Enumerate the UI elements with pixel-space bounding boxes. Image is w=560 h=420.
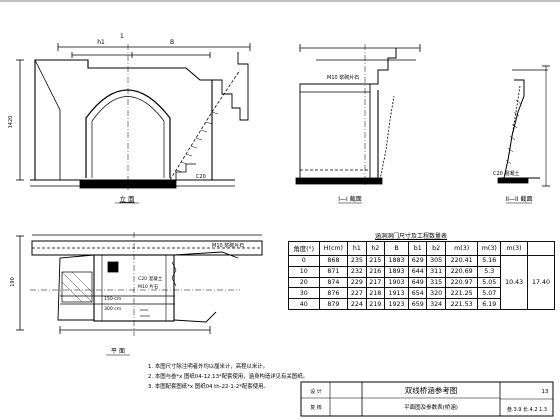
table-cell: 311: [426, 265, 446, 278]
table-header-row: 角度(°) H(cm) h1 h2 B b1 b2 m(3) m(3) m(3): [288, 241, 555, 256]
label-c20-section2: C20 混凝土: [493, 170, 519, 177]
table-header-cell: 角度(°): [288, 241, 320, 256]
sheet-number: 13: [542, 389, 549, 395]
table-cell: 654: [408, 287, 428, 300]
table-cell: 320: [426, 287, 446, 300]
table-cell: 5.3: [477, 265, 502, 278]
label-c20-elev: C20: [196, 174, 206, 180]
drawing-number: 叁.3.9 长.4.2 1.3: [507, 406, 547, 413]
table-cell: 215: [365, 255, 386, 267]
table-cell: 20: [288, 276, 320, 289]
table-header-cell: m(3): [500, 241, 529, 256]
table-cell: 5.05: [477, 276, 502, 289]
table-title: 涵洞洞门尺寸及工程数量表: [374, 233, 447, 240]
table-cell: 0: [288, 255, 320, 267]
table-cell: 1923: [384, 298, 410, 310]
table-cell: 220.69: [444, 265, 479, 278]
table-cell-merged: 10.43: [500, 255, 529, 310]
title-box-check: 复 核: [310, 404, 322, 411]
table-cell: 229: [347, 276, 367, 289]
quantity-table: 角度(°) H(cm) h1 h2 B b1 b2 m(3) m(3) m(3)…: [288, 241, 555, 310]
table-cell: 219: [365, 298, 386, 310]
section-2-label: II—II 截面: [506, 195, 533, 203]
table-cell: 217: [365, 276, 386, 289]
table-cell: 5.16: [477, 255, 502, 267]
table-row: 0 868 235 215 1883 629 305 220.41 5.16 1…: [288, 255, 555, 310]
table-cell: 218: [365, 287, 386, 300]
table-cell: 235: [347, 255, 367, 267]
label-m10-section1: M10 浆砌片石: [327, 74, 359, 81]
table-cell: 220.41: [444, 255, 479, 267]
label-scale-1: 1: [120, 33, 124, 40]
table-header-cell: h1: [347, 241, 367, 256]
note-line: 3. 本图配套图纸*x 图纸04 th-22-1-2*配套使用。: [148, 384, 269, 390]
table-row: 30 876 227 218 1913 654 320 221.25 5.07: [288, 287, 555, 300]
table-cell: 224: [347, 298, 367, 310]
table-cell: 220.97: [444, 276, 479, 289]
table-cell: 874: [318, 276, 349, 289]
table-cell: 315: [426, 276, 446, 289]
drawing-subtitle: 平面图及参数表(桥涵): [404, 403, 458, 411]
table-header-cell: m(3): [477, 241, 502, 256]
title-box-design: 设 计: [310, 388, 322, 395]
table-cell: 871: [318, 265, 349, 278]
label-h1-top: h1: [97, 39, 105, 46]
table-header-cell: B: [384, 241, 410, 256]
table-cell: 305: [426, 255, 446, 267]
label-plan-c20: C20 混凝土: [138, 275, 163, 282]
label-plan-300: 300 cm: [104, 306, 122, 312]
table-cell: 40: [288, 298, 320, 310]
table-cell: 232: [347, 265, 367, 278]
table-cell: 1903: [384, 276, 410, 289]
table-cell: 10: [288, 265, 320, 278]
section-1-view: [295, 44, 421, 186]
label-h-left: 1420: [8, 116, 14, 129]
table-cell: 221.25: [444, 287, 479, 300]
table-header-cell: h2: [365, 241, 386, 256]
table-cell: 1913: [384, 287, 410, 300]
note-line: 2. 本图与叁*x 图纸04-12.13*配套使用，涵身构造详见有关图纸。: [148, 374, 308, 380]
table-cell: 6.19: [477, 298, 502, 310]
section-1-label: I—I 截面: [338, 195, 361, 203]
table-header-cell: [527, 241, 555, 256]
table-cell: 629: [408, 255, 428, 267]
table-cell: 30: [288, 287, 320, 300]
table-cell: 868: [318, 255, 349, 267]
table-cell: 1883: [384, 255, 410, 267]
table-cell: 644: [408, 265, 428, 278]
table-cell-merged: 17.40: [527, 255, 555, 310]
label-m10-plan: M10 浆砌片石: [212, 242, 244, 249]
table-cell: 879: [318, 298, 349, 310]
section-2-view: [497, 65, 550, 187]
table-cell: 649: [408, 276, 428, 289]
table-row: 40 879 224 219 1923 659 324 221.53 6.19: [288, 298, 555, 310]
label-plan-150: 150 cm: [104, 296, 122, 302]
elevation-view-label: 立 面: [119, 194, 135, 203]
table-cell: 659: [408, 298, 428, 310]
table-header-cell: H(cm): [318, 241, 349, 256]
label-b-top: B: [170, 39, 174, 46]
drawing-title: 双线桥涵参考图: [405, 385, 458, 395]
table-cell: 876: [318, 287, 349, 300]
table-header-cell: b2: [426, 241, 446, 256]
note-line: 1. 本图尺寸除注明者外均以厘米计，高程以米计。: [148, 364, 269, 370]
table-cell: 5.07: [477, 287, 502, 300]
notes-block: 1. 本图尺寸除注明者外均以厘米计，高程以米计。 2. 本图与叁*x 图纸04-…: [148, 362, 308, 392]
label-h-plan: 190: [10, 277, 16, 287]
table-cell: 1893: [384, 265, 410, 278]
label-plan-m10: M10 片石: [138, 283, 159, 290]
table-header-cell: m(3): [444, 241, 479, 256]
elevation-view: [16, 43, 251, 190]
table-cell: 227: [347, 287, 367, 300]
table-cell: 221.53: [444, 298, 479, 310]
table-cell: 324: [426, 298, 446, 310]
table-header-cell: b1: [408, 241, 428, 256]
table-cell: 216: [365, 265, 386, 278]
plan-view: [16, 232, 263, 336]
plan-view-label: 平 面: [111, 348, 125, 355]
